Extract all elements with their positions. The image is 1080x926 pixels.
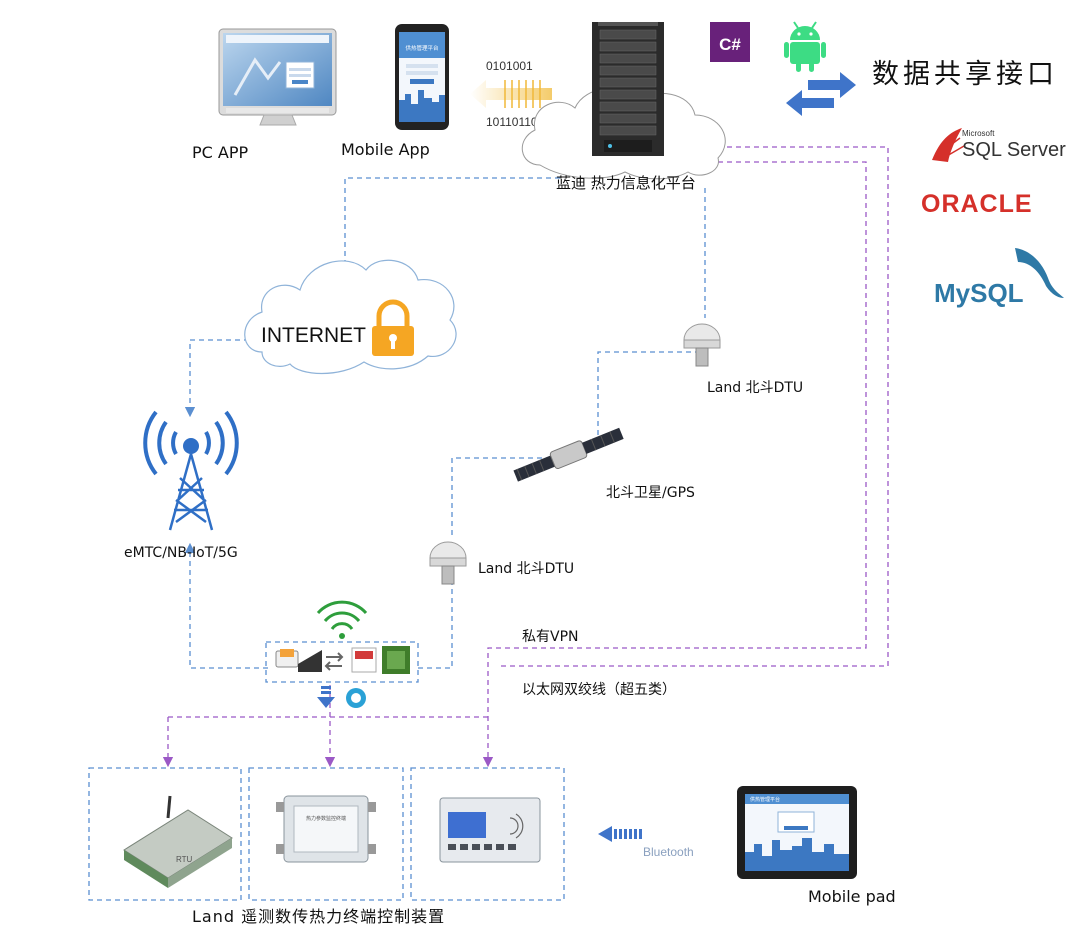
android-icon — [784, 21, 826, 72]
dtu-top-label: Land 北斗DTU — [707, 380, 803, 396]
server-icon — [592, 22, 664, 156]
internet-label: INTERNET — [261, 324, 366, 347]
data-share-label: 数据共享接口 — [872, 59, 1058, 90]
pad-screen-title: 供热管理平台 — [750, 796, 780, 803]
mysql-logo: MySQL — [934, 248, 1064, 308]
csharp-icon: C# — [710, 22, 750, 62]
bluetooth-arrow-icon — [598, 826, 642, 842]
bluetooth-label: Bluetooth — [643, 845, 694, 859]
sql-server-logo: Microsoft SQL Server — [932, 128, 1066, 162]
oracle-logo: ORACLE — [921, 190, 1033, 218]
mobile-screen-title: 供热管理平台 — [405, 44, 439, 52]
swap-arrows-icon — [324, 652, 344, 671]
platform-label: 蓝迪 热力信息化平台 — [556, 174, 696, 192]
internet-cloud — [244, 259, 457, 375]
terminal-box-label: 热力参数监控终端 — [306, 815, 346, 822]
csharp-label: C# — [719, 35, 741, 54]
swap-arrows-icon — [786, 72, 856, 116]
binary-top: 0101001 — [486, 59, 533, 73]
mobile-app-label: Mobile App — [341, 140, 430, 159]
terminal-caption: Land 遥测数传热力终端控制装置 — [192, 907, 445, 926]
mobile-pad-label: Mobile pad — [808, 887, 896, 906]
ethernet-label: 以太网双绞线（超五类） — [522, 681, 676, 698]
monitor-icon — [218, 28, 337, 126]
lock-icon — [372, 299, 414, 356]
dtu-bottom-label: Land 北斗DTU — [478, 561, 574, 577]
chip-icon — [351, 646, 410, 674]
pc-app-label: PC APP — [192, 143, 249, 162]
mysql-name: MySQL — [934, 278, 1024, 308]
satellite-icon — [513, 427, 624, 482]
controller-icon — [439, 797, 541, 863]
phone-icon: 供热管理平台 — [395, 24, 449, 130]
wifi-icon — [316, 600, 368, 639]
sql-server-name: SQL Server — [962, 139, 1066, 161]
binary-transfer: 0101001 10110110 — [470, 59, 552, 129]
tablet-icon: 供热管理平台 — [737, 786, 857, 879]
sdk-icon — [346, 688, 366, 708]
terminal-box-icon: 热力参数监控终端 — [276, 795, 376, 863]
sql-server-small: Microsoft — [962, 129, 995, 138]
binary-bottom: 10110110 — [486, 115, 538, 129]
sim-card-icon — [275, 649, 322, 672]
blue-dashed-links — [88, 177, 706, 901]
rtu-label: RTU — [176, 855, 193, 864]
rtu-icon: RTU — [123, 795, 233, 888]
satellite-label: 北斗卫星/GPS — [606, 485, 695, 501]
tower-icon — [143, 410, 239, 531]
purple-dashed-links — [162, 146, 889, 768]
vpn-label: 私有VPN — [522, 629, 579, 645]
down-arrow-icon — [317, 686, 335, 708]
antenna-icon — [429, 541, 467, 585]
antenna-icon — [683, 323, 721, 367]
cellular-label: eMTC/NB-IoT/5G — [124, 545, 238, 561]
